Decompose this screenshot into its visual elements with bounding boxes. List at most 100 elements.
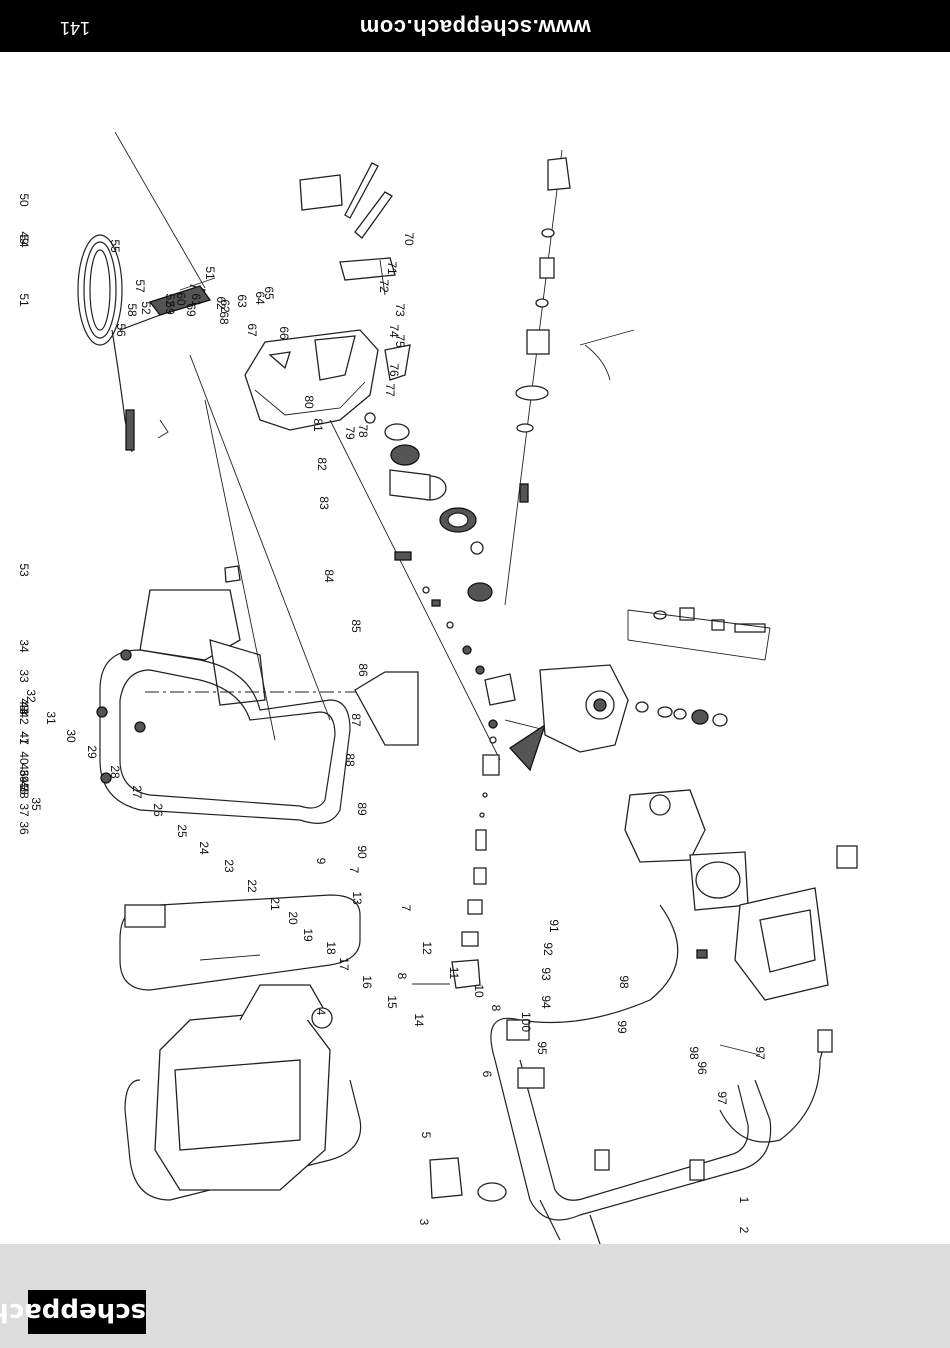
callout-16: 16 — [360, 975, 374, 989]
callout-100: 100 — [519, 1012, 533, 1032]
callout-84: 84 — [322, 569, 336, 583]
callout-43: 43 — [17, 701, 31, 715]
callout-77: 77 — [383, 383, 397, 397]
callout-48: 48 — [17, 698, 31, 712]
frame-drawing — [96, 354, 419, 824]
callout-95: 95 — [535, 1041, 549, 1055]
callout-44: 44 — [17, 701, 31, 715]
callout-88: 88 — [343, 753, 357, 767]
callout-60: 60 — [174, 292, 188, 306]
callout-53: 53 — [17, 563, 31, 577]
assembled-unit-drawing — [119, 894, 362, 1201]
website-url: www.scheppach.com — [359, 15, 591, 40]
callout-69: 69 — [184, 303, 198, 317]
callout-63: 63 — [235, 294, 249, 308]
callout-94: 94 — [539, 995, 553, 1009]
callout-62: 62 — [214, 296, 228, 310]
callout-98: 98 — [687, 1046, 701, 1060]
footer-bar — [0, 1244, 950, 1348]
callout-97: 97 — [715, 1091, 729, 1105]
callout-19: 19 — [301, 928, 315, 942]
callout-54: 54 — [17, 234, 31, 248]
callout-64: 64 — [253, 291, 267, 305]
callout-7: 7 — [347, 867, 361, 874]
callout-52: 52 — [139, 301, 153, 315]
callout-labels: 1234567788910111213141516171819202122232… — [17, 193, 767, 1233]
callout-86: 86 — [356, 663, 370, 677]
callout-32: 32 — [24, 689, 38, 703]
callout-31: 31 — [44, 711, 58, 725]
callout-50: 50 — [17, 193, 31, 207]
callout-76: 76 — [387, 363, 401, 377]
callout-82: 82 — [315, 457, 329, 471]
spray-gun-hose-drawing — [77, 131, 216, 453]
callout-4: 4 — [314, 1009, 328, 1016]
callout-46: 46 — [17, 763, 31, 777]
callout-9: 9 — [314, 858, 328, 865]
callout-52: 52 — [163, 293, 177, 307]
callout-51: 51 — [17, 293, 31, 307]
callout-20: 20 — [286, 911, 300, 925]
callout-40: 40 — [17, 751, 31, 765]
pump-stack-drawing — [329, 412, 547, 989]
callout-56: 56 — [114, 323, 128, 337]
callout-90: 90 — [355, 845, 369, 859]
callout-87: 87 — [349, 713, 363, 727]
brand-logo-text: scheppach — [0, 1297, 146, 1327]
callout-59: 59 — [163, 301, 177, 315]
callout-27: 27 — [130, 785, 144, 799]
callout-91: 91 — [547, 919, 561, 933]
top-cover-drawing — [244, 162, 411, 431]
suction-hose-drawing — [429, 904, 833, 1244]
callout-96: 96 — [695, 1061, 709, 1075]
callout-39: 39 — [17, 769, 31, 783]
callout-18: 18 — [324, 941, 338, 955]
callout-13: 13 — [350, 891, 364, 905]
callout-58: 58 — [125, 303, 139, 317]
callout-51: 51 — [203, 266, 217, 280]
callout-17: 17 — [337, 957, 351, 971]
callout-66: 66 — [277, 326, 291, 340]
callout-8: 8 — [489, 1005, 503, 1012]
callout-74: 74 — [387, 324, 401, 338]
callout-38: 38 — [17, 785, 31, 799]
callout-23: 23 — [222, 859, 236, 873]
callout-25: 25 — [175, 824, 189, 838]
callout-6: 6 — [480, 1071, 494, 1078]
callout-81: 81 — [311, 418, 325, 432]
callout-33: 33 — [17, 669, 31, 683]
callout-80: 80 — [302, 395, 316, 409]
callout-26: 26 — [151, 803, 165, 817]
callout-49: 49 — [17, 231, 31, 245]
callout-37: 37 — [17, 803, 31, 817]
callout-70: 70 — [402, 232, 416, 246]
callout-1: 1 — [737, 1197, 751, 1204]
callout-47: 47 — [17, 731, 31, 745]
callout-35: 35 — [29, 797, 43, 811]
callout-22: 22 — [245, 879, 259, 893]
callout-45: 45 — [17, 776, 31, 790]
callout-28: 28 — [108, 765, 122, 779]
callout-10: 10 — [472, 984, 486, 998]
callout-93: 93 — [539, 967, 553, 981]
page-number: 141 — [60, 18, 91, 38]
callout-34: 34 — [17, 639, 31, 653]
callout-67: 67 — [245, 323, 259, 337]
callout-21: 21 — [268, 897, 282, 911]
callout-29: 29 — [85, 745, 99, 759]
callout-57: 57 — [133, 279, 147, 293]
callout-97: 97 — [753, 1046, 767, 1060]
callout-42: 42 — [17, 711, 31, 725]
callout-92: 92 — [541, 942, 555, 956]
callout-98: 98 — [617, 975, 631, 989]
brand-logo: scheppach — [0, 1290, 146, 1334]
callout-11: 11 — [447, 967, 461, 980]
callout-78: 78 — [356, 424, 370, 438]
callout-71: 71 — [385, 261, 399, 275]
callout-36: 36 — [17, 821, 31, 835]
callout-8: 8 — [395, 973, 409, 980]
callout-85: 85 — [349, 619, 363, 633]
callout-45: 45 — [17, 781, 31, 795]
callout-79: 79 — [343, 426, 357, 440]
callout-2: 2 — [737, 1227, 751, 1234]
